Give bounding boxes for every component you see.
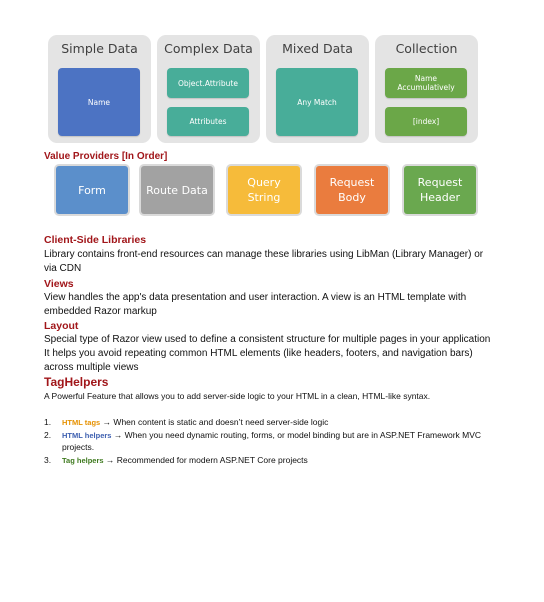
panel-title: Mixed Data (282, 41, 353, 56)
taghelpers-heading: TagHelpers (44, 375, 109, 389)
taghelpers-text: A Powerful Feature that allows you to ad… (44, 391, 431, 401)
value-providers-heading: Value Providers [In Order] (44, 151, 168, 162)
client-side-libraries-text: Library contains front-end resources can… (44, 249, 484, 274)
list-item: 1. HTML tags → When content is static an… (44, 417, 482, 429)
views-text: View handles the app's data presentation… (44, 292, 467, 317)
item-name: Name (58, 68, 140, 136)
list-item: 3. Tag helpers → Recommended for modern … (44, 455, 482, 467)
list-key: HTML helpers (62, 431, 112, 440)
list-text: → When content is static and doesn’t nee… (100, 417, 329, 427)
provider-query-string: Query String (228, 166, 300, 214)
list-number: 1. (44, 417, 52, 427)
views-heading: Views (44, 278, 74, 290)
item-object-attribute: Object.Attribute (167, 68, 249, 98)
list-key: Tag helpers (62, 456, 104, 465)
list-text: → When you need dynamic routing, forms, … (62, 430, 482, 452)
layout-text: Special type of Razor view used to defin… (44, 334, 491, 373)
panel-collection: Collection Name Accumulatively [index] (375, 35, 478, 143)
item-index: [index] (385, 107, 467, 136)
item-attributes: Attributes (167, 107, 249, 136)
panel-title: Simple Data (61, 41, 138, 56)
provider-request-body: Request Body (316, 166, 388, 214)
panel-mixed-data: Mixed Data Any Match (266, 35, 369, 143)
client-side-libraries-heading: Client-Side Libraries (44, 234, 147, 246)
panel-title: Complex Data (164, 41, 253, 56)
panel-complex-data: Complex Data Object.Attribute Attributes (157, 35, 260, 143)
provider-route-data: Route Data (141, 166, 213, 214)
item-name-accumulatively: Name Accumulatively (385, 68, 467, 98)
panel-title: Collection (395, 41, 458, 56)
list-item: 2. HTML helpers → When you need dynamic … (44, 430, 482, 453)
provider-form: Form (56, 166, 128, 214)
list-number: 2. (44, 430, 52, 440)
list-text: → Recommended for modern ASP.NET Core pr… (103, 455, 308, 465)
list-key: HTML tags (62, 418, 101, 427)
layout-heading: Layout (44, 320, 79, 332)
panel-simple-data: Simple Data Name (48, 35, 151, 143)
list-number: 3. (44, 455, 52, 465)
provider-request-header: Request Header (404, 166, 476, 214)
item-any-match: Any Match (276, 68, 358, 136)
